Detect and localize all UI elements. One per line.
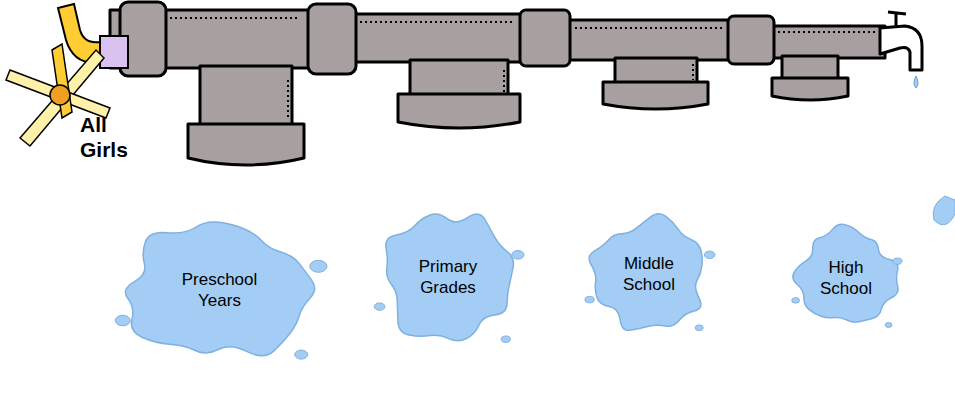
splash-node: Middle School <box>583 210 715 338</box>
splash-shape <box>372 203 524 351</box>
pipe-tee <box>782 56 838 80</box>
pipe-coupling <box>728 16 774 64</box>
splash-outline <box>125 222 314 356</box>
node-text-group: Middle School <box>611 253 687 295</box>
node-text-group: Preschool Years <box>174 269 266 311</box>
pipe-coupling <box>308 4 356 74</box>
valve-connector <box>100 36 128 68</box>
stage-label: Primary Grades <box>406 256 490 298</box>
splash-droplet <box>310 260 327 272</box>
splash-droplet <box>374 303 385 310</box>
splash-outline <box>793 224 898 322</box>
splash-node: Primary Grades <box>372 203 524 351</box>
faucet <box>880 26 922 70</box>
splash-droplet <box>585 296 594 302</box>
water-splash <box>933 196 955 225</box>
pipe-ribbing <box>575 27 725 29</box>
splash-node: High School <box>790 222 902 334</box>
pipe-ribbing <box>778 31 875 33</box>
stage-label: Preschool Years <box>174 269 266 311</box>
pipe-cap <box>398 94 520 128</box>
pipe-ribbing <box>170 17 300 19</box>
splash-droplet <box>115 315 130 326</box>
splash-shape <box>112 212 327 367</box>
pipe-ribbing <box>360 21 515 23</box>
splash-node: Preschool Years <box>112 212 327 367</box>
pipe-cap <box>188 124 304 165</box>
node-text-group: Primary Grades <box>406 256 490 298</box>
splash-droplet <box>295 350 308 359</box>
source-label: All Girls <box>80 112 138 162</box>
pipe-ribbing <box>692 64 694 80</box>
valve-stem <box>52 44 72 118</box>
splash-droplet <box>885 323 892 328</box>
splash-droplet <box>704 251 715 258</box>
pipe-cap <box>772 78 848 100</box>
splash-shape <box>790 222 902 334</box>
pipe-segment <box>545 20 740 60</box>
pipe-cap <box>603 82 708 109</box>
pipe-ribbing <box>287 80 289 120</box>
splash-outline <box>386 214 514 341</box>
stage-label: Middle School <box>611 253 687 295</box>
splash-shape <box>583 210 715 338</box>
faucet-handle <box>888 12 906 26</box>
splash-droplet <box>695 325 703 331</box>
splash-outline <box>589 214 702 331</box>
splash-droplet <box>501 336 510 342</box>
node-text-group: High School <box>816 257 876 299</box>
splash-droplet <box>893 258 902 264</box>
pipe-segment <box>335 14 545 62</box>
stage-label: High School <box>816 257 876 299</box>
pipe-ribbing <box>503 70 505 92</box>
pipe-coupling <box>520 10 570 66</box>
splash-droplet <box>512 251 524 260</box>
splash-droplet <box>792 298 800 303</box>
pipe-tee <box>200 66 292 130</box>
water-drip <box>914 76 918 88</box>
valve-wheel <box>50 85 70 105</box>
